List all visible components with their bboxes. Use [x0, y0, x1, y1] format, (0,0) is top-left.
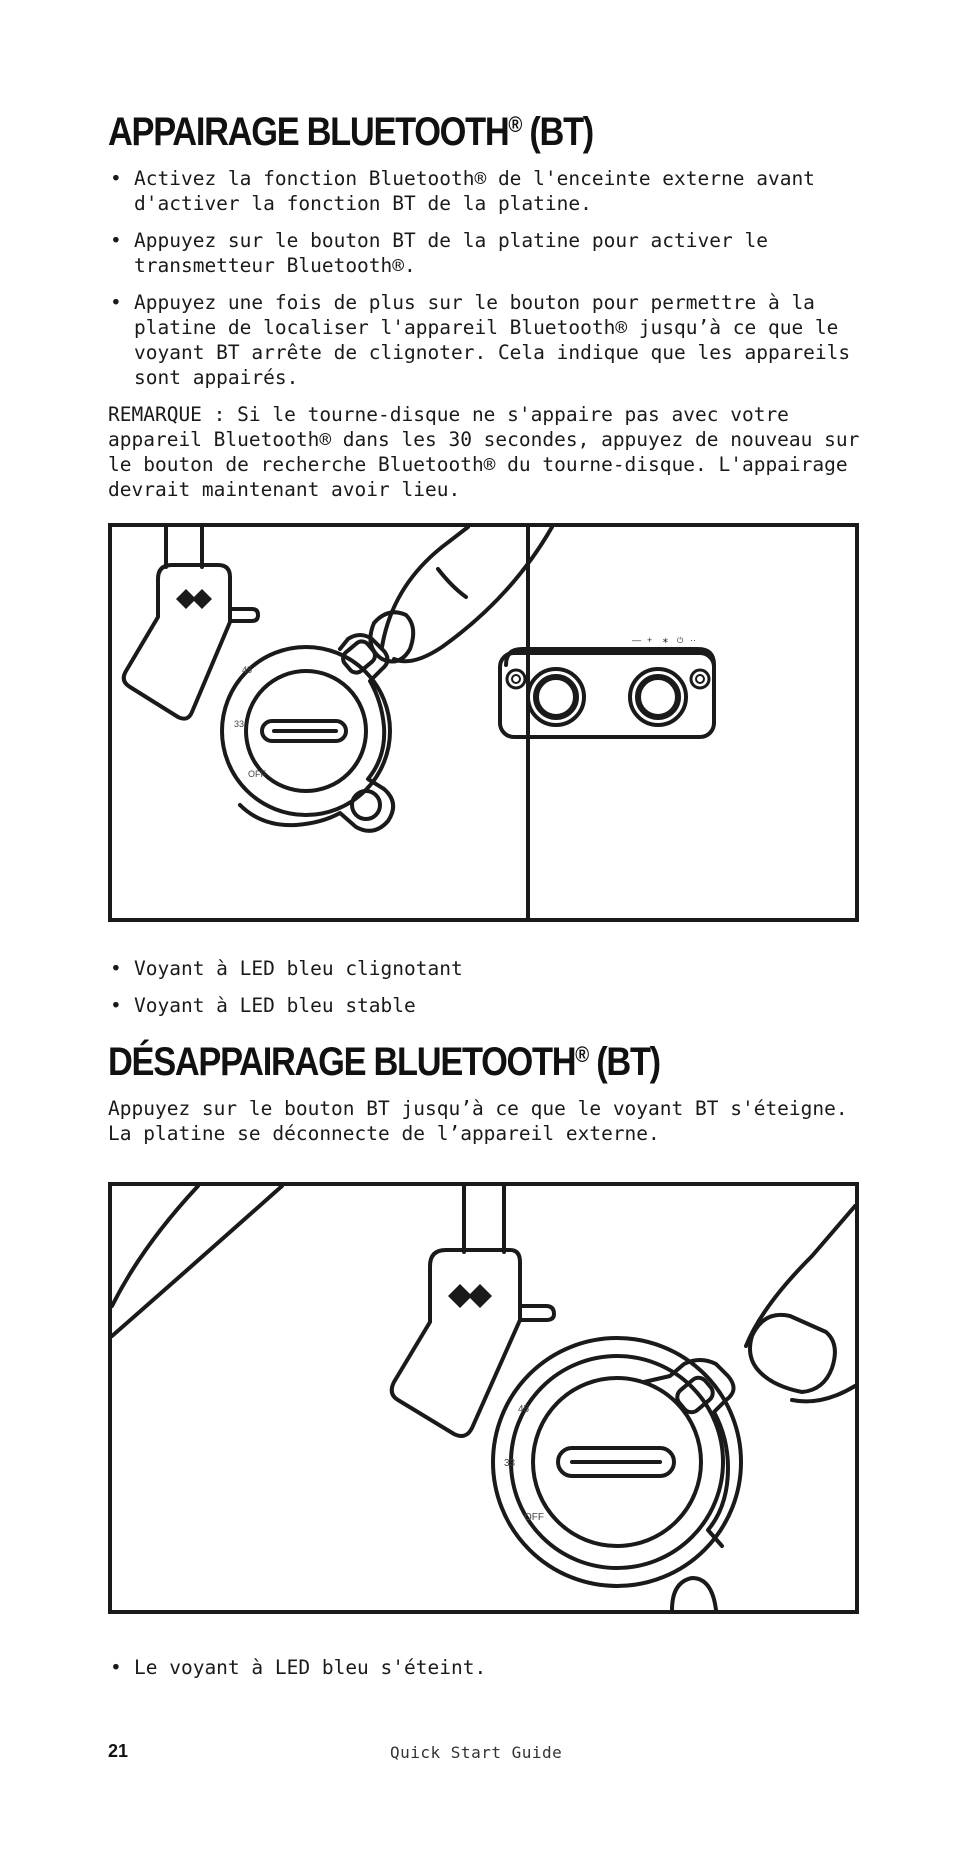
knob-slot [556, 1446, 676, 1478]
unpairing-illustration-svg: 45 33 OFF [112, 1186, 855, 1610]
speaker-screw-right [689, 668, 711, 690]
speed-label-45: 45 [242, 665, 252, 675]
heading-suffix: (BT) [529, 110, 594, 154]
registered-mark: ® [508, 112, 522, 137]
pairing-led-list: Voyant à LED bleu clignotant Voyant à LE… [108, 956, 868, 1030]
speaker-driver-right [628, 667, 688, 727]
platter-arc [112, 1186, 284, 1338]
heading-suffix: (BT) [596, 1040, 661, 1084]
headshell-lift [518, 1304, 556, 1322]
list-item: Le voyant à LED bleu s'éteint. [108, 1655, 868, 1680]
knob-mid-ring [509, 1354, 725, 1570]
finger-outline [744, 1204, 855, 1348]
unpairing-led-list: Le voyant à LED bleu s'éteint. [108, 1655, 868, 1692]
knob-inner-ring [531, 1376, 703, 1548]
finger-outline [392, 527, 554, 664]
speed-label-off: OFF [524, 1512, 544, 1523]
speaker-control-power: ⏻ [677, 636, 684, 645]
pairing-illustration: 45 33 OFF — + ∗ ⏻ ·· [108, 523, 859, 922]
knob-outer-ring [491, 1336, 743, 1588]
unpairing-illustration: 45 33 OFF [108, 1182, 859, 1614]
knob-housing [238, 633, 396, 833]
section-heading-pairing: APPAIRAGE BLUETOOTH® (BT) [108, 110, 594, 155]
speaker-control-plus: + [647, 635, 652, 645]
heading-text: APPAIRAGE BLUETOOTH [108, 110, 510, 154]
platter-arc [112, 1186, 200, 1308]
knob-slot [260, 719, 348, 743]
brand-logo-icon [176, 589, 212, 609]
speaker-control-dots: ·· [690, 635, 696, 645]
speed-label-off: OFF [248, 769, 266, 779]
list-item: Appuyez une fois de plus sur le bouton p… [108, 290, 868, 390]
list-item: Activez la fonction Bluetooth® de l'ence… [108, 166, 868, 216]
pairing-illustration-svg: 45 33 OFF — + ∗ ⏻ ·· [121, 527, 716, 918]
heading-text: DÉSAPPAIRAGE BLUETOOTH [108, 1040, 577, 1084]
speaker-body [498, 651, 716, 739]
finger-outline [790, 1384, 855, 1404]
knob-inner-ring [244, 669, 368, 793]
speaker-top-edge [504, 647, 716, 667]
led-indicator [670, 1576, 718, 1610]
brand-logo-icon [448, 1284, 492, 1308]
unpairing-paragraph: Appuyez sur le bouton BT jusqu’à ce que … [108, 1097, 848, 1145]
knuckle-line [436, 567, 468, 599]
speed-label-33: 33 [504, 1458, 516, 1469]
knob-outer-ring [220, 645, 392, 817]
speed-label-45: 45 [518, 1404, 530, 1415]
section-heading-unpairing: DÉSAPPAIRAGE BLUETOOTH® (BT) [108, 1040, 661, 1085]
speaker-control-minus: — [632, 635, 641, 645]
finger-outline [380, 527, 470, 649]
headshell-shape [389, 1248, 522, 1438]
registered-mark: ® [575, 1042, 589, 1067]
pairing-note: REMARQUE : Si le tourne-disque ne s'appa… [108, 403, 860, 501]
list-item: Voyant à LED bleu clignotant [108, 956, 868, 981]
led-indicator [350, 789, 382, 821]
list-item: Appuyez sur le bouton BT de la platine p… [108, 228, 868, 278]
page-number: 21 [108, 1741, 129, 1761]
headshell-shape [121, 563, 232, 721]
fingernail [748, 1313, 837, 1394]
list-item: Voyant à LED bleu stable [108, 993, 868, 1018]
speed-label-33: 33 [234, 719, 244, 729]
bt-button [675, 1375, 715, 1415]
headshell-lift [228, 607, 260, 623]
guide-title: Quick Start Guide [390, 1743, 563, 1762]
speaker-control-bt: ∗ [662, 636, 669, 645]
speaker-driver-left [526, 667, 586, 727]
bt-button [341, 639, 377, 675]
pairing-steps-list: Activez la fonction Bluetooth® de l'ence… [108, 166, 868, 402]
speaker-screw-left [505, 668, 527, 690]
